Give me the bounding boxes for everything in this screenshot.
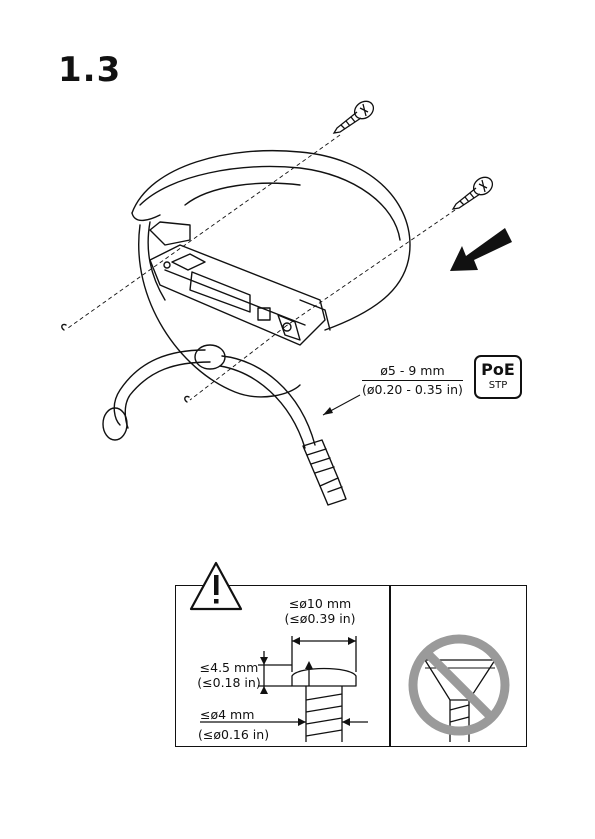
head-diameter-label: ≤ø10 mm (≤ø0.39 in): [284, 596, 356, 626]
head-height-in: (≤0.18 in): [195, 675, 263, 690]
head-height-label: ≤4.5 mm (≤0.18 in): [195, 660, 263, 690]
no-countersunk-screw-icon: [413, 639, 505, 742]
head-diameter-in: (≤ø0.39 in): [284, 611, 356, 626]
shaft-diameter-in: (≤ø0.16 in): [198, 727, 269, 742]
head-diameter-mm: ≤ø10 mm: [284, 596, 356, 611]
shaft-diameter-mm: ≤ø4 mm: [200, 707, 254, 722]
pan-head-screw: [292, 669, 356, 687]
head-height-mm: ≤4.5 mm: [195, 660, 263, 675]
warning-triangle-icon: [191, 563, 241, 609]
